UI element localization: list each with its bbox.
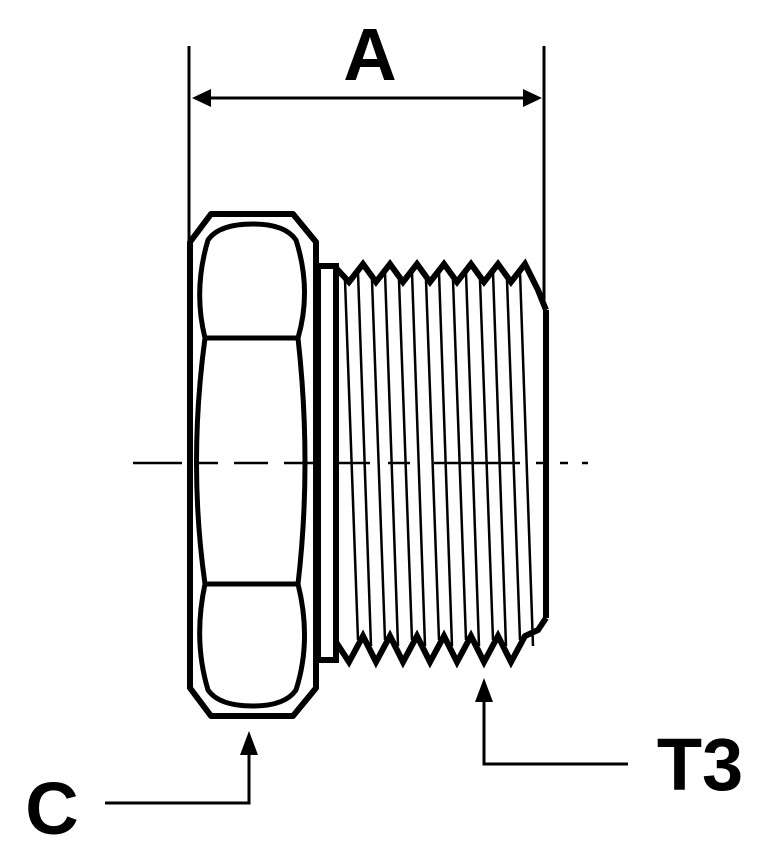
- threaded-body: [315, 258, 549, 669]
- neck-collar: [315, 263, 339, 663]
- dimension-a-label: A: [343, 13, 396, 96]
- arrowhead-c: [240, 731, 258, 755]
- arrowhead-left: [192, 89, 211, 107]
- dimension-a: [187, 46, 546, 300]
- hex-size-label: C: [25, 767, 78, 850]
- thread-label: T3: [657, 723, 743, 806]
- leader-c: [105, 731, 258, 805]
- hex-outline: [187, 211, 319, 719]
- hex-flat-middle: [194, 335, 308, 587]
- leader-t3: [475, 678, 628, 766]
- thread-lines: [343, 271, 535, 647]
- thread-crest-bottom: [333, 616, 549, 669]
- hex-flat-top: [197, 221, 308, 341]
- hex-flat-bottom: [197, 581, 308, 709]
- hex-head: [187, 211, 319, 719]
- arrowhead-right: [523, 89, 542, 107]
- arrowhead-t3: [475, 678, 493, 702]
- thread-crest-top: [333, 258, 549, 312]
